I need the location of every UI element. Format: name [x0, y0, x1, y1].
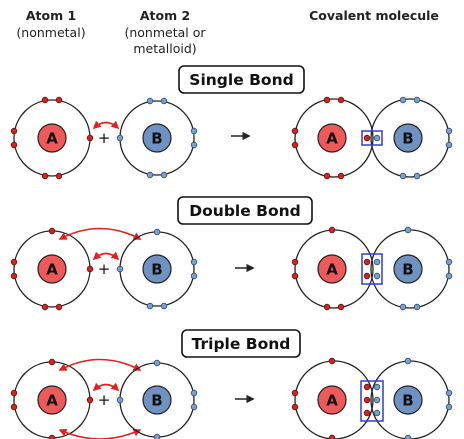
electron-sharing-arrow-bottom: [58, 428, 142, 439]
product-atom-a-nucleus: [317, 123, 347, 153]
atom-a-label: A: [46, 261, 58, 279]
atom-a-electrons: [10, 96, 94, 180]
atom-b-nucleus: [142, 385, 172, 415]
atom1-subheader: (nonmetal): [16, 25, 85, 40]
plus-sign: +: [98, 391, 111, 409]
atom-a-nucleus: [37, 254, 67, 284]
product-atom-a-label: A: [326, 261, 338, 279]
atom-b-label: B: [151, 392, 162, 410]
atom-a-nucleus: [37, 385, 67, 415]
covalent-molecule-product: A B: [291, 96, 453, 180]
triple-bond-row: Triple Bond A + B: [10, 329, 453, 439]
atom-a-reactant: A: [10, 358, 94, 439]
product-atom-b-label: B: [402, 392, 413, 410]
covalent-molecule-product: A B: [291, 357, 453, 439]
atom-a-reactant: A: [10, 227, 94, 311]
triple-bond-label-box: [181, 329, 301, 358]
single-bond-label-box: [178, 65, 305, 94]
product-atom-b-nucleus: [393, 254, 423, 284]
shared-pairs-box: [361, 253, 383, 285]
product-atom-b-label: B: [402, 261, 413, 279]
atom-b-electrons: [116, 359, 198, 439]
triple-bond-label: Triple Bond: [192, 335, 291, 353]
atom-b-reactant: B: [116, 228, 198, 310]
atom-b-reactant: B: [116, 359, 198, 439]
product-atom-a-label: A: [326, 130, 338, 148]
atom-a-electrons: [10, 227, 94, 311]
double-bond-row: Double Bond A + B: [10, 196, 453, 311]
atom-a-nucleus: [37, 123, 67, 153]
single-bond-row: Single Bond A + B: [10, 65, 453, 180]
atom1-header: Atom 1: [26, 8, 76, 23]
atom-b-nucleus: [142, 123, 172, 153]
product-atom-b-nucleus: [393, 123, 423, 153]
atom-a-label: A: [46, 392, 58, 410]
plus-sign: +: [98, 260, 111, 278]
atom-b-reactant: B: [116, 97, 198, 179]
atom2-subheader-line1: (nonmetal or: [124, 25, 206, 40]
electron-sharing-arrow-middle: [92, 382, 120, 392]
double-bond-label: Double Bond: [189, 202, 300, 220]
plus-sign: +: [98, 129, 111, 147]
covalent-molecule-header: Covalent molecule: [309, 8, 439, 23]
atom-a-label: A: [46, 130, 58, 148]
shared-pair-box: [361, 130, 383, 146]
atom-a-electrons: [10, 358, 94, 439]
product-atom-a-label: A: [326, 392, 338, 410]
atom-b-label: B: [151, 130, 162, 148]
atom-b-nucleus: [142, 254, 172, 284]
product-atom-b-label: B: [402, 130, 413, 148]
electron-sharing-arrow-middle: [92, 251, 120, 261]
product-atom-a-nucleus: [317, 385, 347, 415]
electron-sharing-arrow: [92, 120, 120, 130]
atom2-header: Atom 2: [140, 8, 190, 23]
shared-pairs-box: [360, 380, 384, 422]
electron-sharing-arrow-top: [58, 358, 142, 371]
single-bond-label: Single Bond: [189, 71, 293, 89]
atom-b-electrons: [116, 228, 198, 310]
atom-b-electrons: [116, 97, 198, 179]
atom-b-label: B: [151, 261, 162, 279]
column-headers: Atom 1 (nonmetal) Atom 2 (nonmetal or me…: [16, 8, 438, 56]
double-bond-label-box: [177, 196, 313, 225]
atom2-subheader-line2: metalloid): [133, 41, 196, 56]
atom-a-reactant: A: [10, 96, 94, 180]
electron-sharing-arrow-top: [58, 227, 142, 240]
product-atom-b-nucleus: [393, 385, 423, 415]
covalent-molecule-product: A B: [291, 226, 453, 311]
product-atom-a-nucleus: [317, 254, 347, 284]
